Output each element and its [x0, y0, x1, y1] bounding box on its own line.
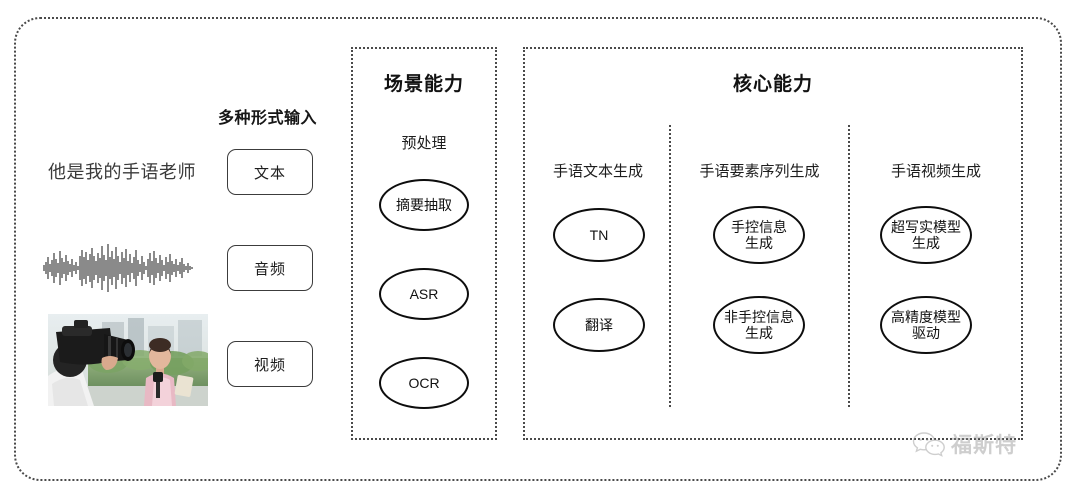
- scene-preprocess-label: 预处理: [401, 135, 447, 152]
- sample-sentence-text: 他是我的手语老师: [48, 162, 196, 182]
- wechat-bubbles-icon: [912, 430, 946, 458]
- watermark: 福斯特: [912, 424, 1017, 464]
- node-tn[interactable]: TN: [553, 208, 645, 262]
- scene-capability-panel: [351, 47, 497, 440]
- node-label: 摘要抽取: [396, 196, 452, 213]
- node-label-line1: 手控信息: [731, 218, 787, 235]
- outer-frame: [14, 17, 1062, 481]
- core-column-label-sign-element-sequence: 手语要素序列生成: [699, 163, 820, 180]
- node-label: OCR: [408, 374, 440, 391]
- node-translation[interactable]: 翻译: [553, 298, 645, 352]
- node-label-line2: 生成: [745, 235, 773, 251]
- core-capability-panel: [523, 47, 1023, 440]
- core-column-label-sign-video: 手语视频生成: [890, 163, 981, 180]
- node-high-precision-model-driving[interactable]: 高精度模型 驱动: [880, 296, 972, 354]
- node-label-line2: 生成: [745, 325, 773, 341]
- node-label: ASR: [409, 285, 439, 302]
- core-panel-title: 核心能力: [732, 74, 813, 95]
- node-label: 翻译: [585, 316, 613, 333]
- modality-chip-text[interactable]: 文本: [227, 149, 313, 195]
- node-non-manual-feature-generation[interactable]: 非手控信息 生成: [713, 296, 805, 354]
- modality-chip-video[interactable]: 视频: [227, 341, 313, 387]
- node-asr[interactable]: ASR: [379, 268, 469, 320]
- video-thumbnail-icon: [48, 314, 208, 406]
- node-label-line1: 超写实模型: [891, 218, 961, 235]
- waveform-icon: [40, 240, 198, 296]
- core-column-divider-1: [669, 125, 671, 407]
- node-hyperrealistic-model-generation[interactable]: 超写实模型 生成: [880, 206, 972, 264]
- node-label: TN: [589, 226, 609, 243]
- input-section-heading: 多种形式输入: [218, 110, 318, 127]
- node-ocr[interactable]: OCR: [379, 357, 469, 409]
- watermark-text: 福斯特: [951, 434, 1017, 457]
- node-label-line2: 生成: [912, 235, 940, 251]
- core-column-divider-2: [848, 125, 850, 407]
- modality-chip-audio[interactable]: 音频: [227, 245, 313, 291]
- node-label-line1: 非手控信息: [724, 308, 794, 325]
- scene-panel-title: 场景能力: [383, 74, 464, 95]
- node-manual-feature-generation[interactable]: 手控信息 生成: [713, 206, 805, 264]
- node-label-line2: 驱动: [912, 325, 940, 341]
- node-summary-extraction[interactable]: 摘要抽取: [379, 179, 469, 231]
- node-label-line1: 高精度模型: [891, 308, 961, 325]
- core-column-label-sign-text: 手语文本生成: [552, 163, 643, 180]
